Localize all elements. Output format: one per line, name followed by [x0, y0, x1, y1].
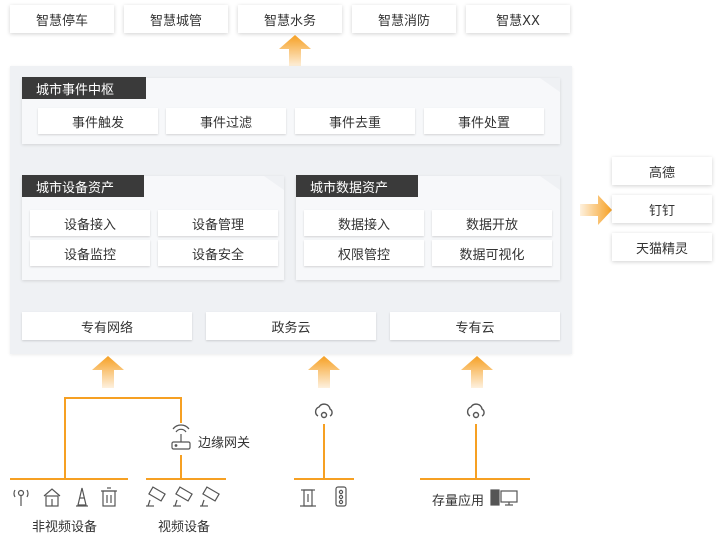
event-dedup: 事件去重 — [295, 108, 415, 134]
private-network: 专有网络 — [22, 312, 192, 340]
right-app-tmall-genie: 天猫精灵 — [612, 233, 712, 261]
top-app-parking: 智慧停车 — [10, 5, 114, 33]
event-trigger: 事件触发 — [38, 108, 158, 134]
connector-line — [294, 478, 354, 480]
non-video-device-icons — [13, 487, 117, 507]
non-video-devices-label: 非视频设备 — [32, 520, 98, 535]
up-arrow-icon — [461, 356, 493, 388]
up-arrow-icon — [308, 356, 340, 388]
traffic-cone-icon — [76, 487, 88, 507]
sensor-icon — [13, 489, 29, 506]
data-visualization: 数据可视化 — [432, 240, 552, 266]
corner-fold — [264, 176, 284, 190]
edge-gateway-label: 边缘网关 — [198, 436, 251, 451]
event-filter: 事件过滤 — [166, 108, 286, 134]
traffic-light-icon — [335, 486, 347, 507]
cloud-icon — [314, 403, 333, 419]
permission-control: 权限管控 — [304, 240, 424, 266]
middle-device-icons — [300, 486, 347, 507]
up-arrow-icon — [279, 35, 311, 67]
top-app-water: 智慧水务 — [238, 5, 342, 33]
device-management: 设备管理 — [158, 210, 278, 236]
private-cloud: 专有云 — [390, 312, 560, 340]
connector-line — [323, 424, 325, 478]
camera-icon — [146, 486, 166, 507]
connector-line — [475, 424, 477, 478]
connector-line — [146, 478, 226, 480]
government-cloud: 政务云 — [206, 312, 376, 340]
device-access: 设备接入 — [30, 210, 150, 236]
video-devices-label: 视频设备 — [158, 520, 211, 535]
right-arrow-icon — [580, 195, 612, 225]
event-handle: 事件处置 — [424, 108, 544, 134]
device-monitoring: 设备监控 — [30, 240, 150, 266]
cloud-icon — [466, 403, 485, 419]
right-app-dingtalk: 钉钉 — [612, 195, 712, 223]
camera-icon — [173, 486, 193, 507]
edge-gateway-icon — [171, 424, 191, 450]
device-security: 设备安全 — [158, 240, 278, 266]
camera-icon — [200, 486, 220, 507]
connector-line — [420, 478, 530, 480]
up-arrow-icon — [92, 356, 124, 388]
trash-bin-icon — [101, 487, 117, 507]
event-hub-title: 城市事件中枢 — [22, 77, 146, 99]
corner-fold — [540, 78, 560, 92]
top-app-fire: 智慧消防 — [352, 5, 456, 33]
legacy-apps-label: 存量应用 — [432, 494, 485, 509]
device-assets-title: 城市设备资产 — [22, 175, 144, 197]
top-app-city-management: 智慧城管 — [124, 5, 228, 33]
data-assets-title: 城市数据资产 — [296, 175, 418, 197]
data-access: 数据接入 — [304, 210, 424, 236]
right-app-amap: 高德 — [612, 157, 712, 185]
data-open: 数据开放 — [432, 210, 552, 236]
tower-icon — [300, 489, 316, 507]
server-monitor-icon — [490, 489, 518, 506]
connector-line — [180, 397, 182, 423]
video-device-icons — [146, 486, 220, 507]
top-app-xx: 智慧XX — [466, 5, 570, 33]
connector-line — [10, 478, 128, 480]
station-icon — [43, 488, 61, 507]
connector-line — [64, 397, 182, 399]
corner-fold — [540, 176, 560, 190]
connector-line — [64, 397, 66, 479]
connector-line — [180, 455, 182, 479]
